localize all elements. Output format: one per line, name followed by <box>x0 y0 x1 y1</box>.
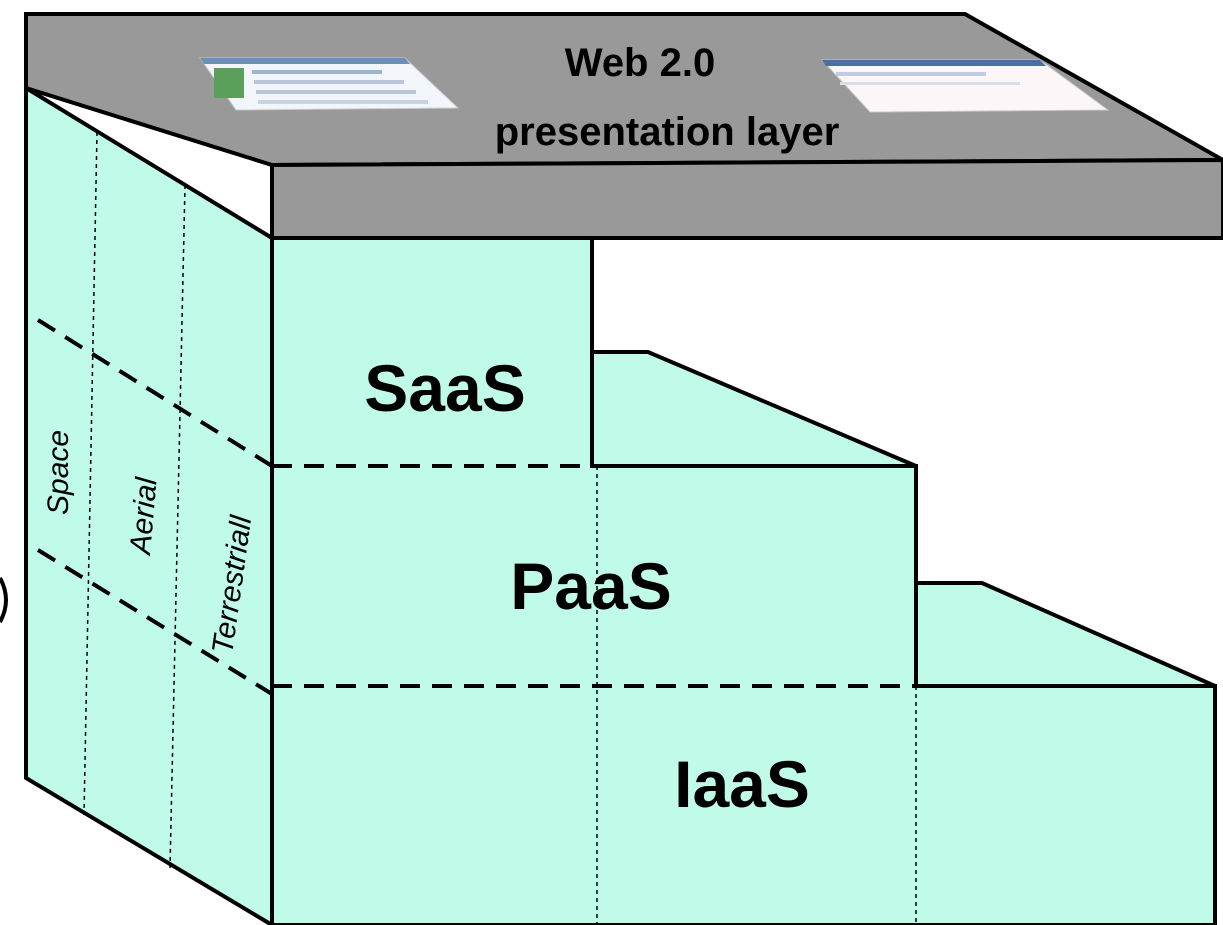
layer-label-paas: PaaS <box>510 549 671 623</box>
side-dash-lower <box>36 548 274 696</box>
iaas-step-top <box>914 581 1216 688</box>
side-label-space: Space <box>42 430 75 515</box>
side-divider-1 <box>83 131 98 816</box>
browser-thumbnail-right <box>820 59 1110 113</box>
side-divider-2 <box>169 184 186 869</box>
side-dash-upper <box>36 318 274 468</box>
left-edge-bracket <box>0 577 8 623</box>
presentation-layer-title-line1: Web 2.0 <box>565 41 715 85</box>
presentation-layer-front <box>270 157 1223 240</box>
front-stack-face <box>270 236 1217 925</box>
paas-step-top <box>590 350 917 468</box>
layer-label-saas: SaaS <box>364 351 525 425</box>
side-label-aerial: Aerial <box>124 475 164 558</box>
presentation-layer-title-line2: presentation layer <box>495 110 840 154</box>
layer-label-iaas: IaaS <box>674 747 810 821</box>
left-side-face <box>24 84 274 925</box>
browser-thumbnail-left <box>199 57 460 111</box>
